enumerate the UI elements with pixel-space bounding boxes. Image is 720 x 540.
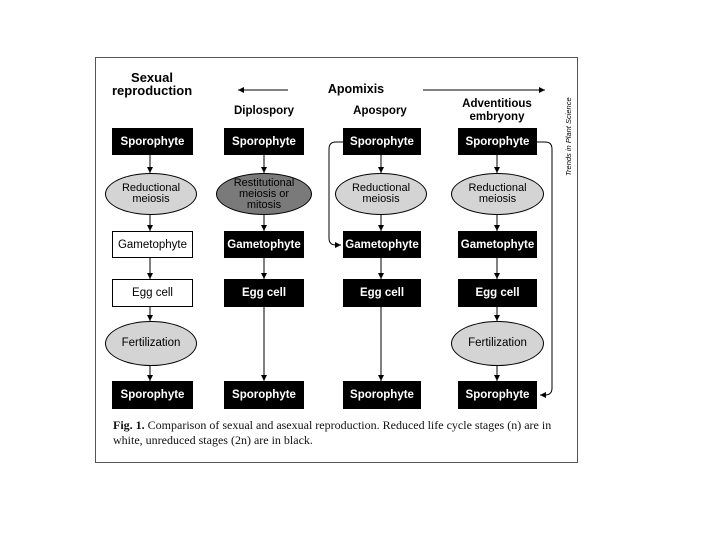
journal-label-text: Trends in Plant Science [564, 97, 573, 176]
adventitious-gametophyte: Gametophyte [458, 231, 537, 258]
figure-caption: Fig. 1. Comparison of sexual and asexual… [113, 418, 568, 448]
header-apospory: Apospory [353, 105, 407, 117]
sexual-sporophyte-bottom: Sporophyte [112, 381, 193, 409]
diplospory-sporophyte-bottom: Sporophyte [224, 381, 304, 409]
sexual-gametophyte: Gametophyte [112, 231, 193, 258]
sexual-sporophyte-top: Sporophyte [112, 128, 193, 155]
figure-frame [95, 57, 578, 463]
sexual-reductional-meiosis: Reductional meiosis [105, 173, 197, 215]
diplospory-egg-cell: Egg cell [224, 279, 304, 307]
apospory-sporophyte-bottom: Sporophyte [343, 381, 421, 409]
adventitious-reductional-meiosis: Reductional meiosis [451, 173, 544, 215]
apospory-egg-cell: Egg cell [343, 279, 421, 307]
apospory-sporophyte-top: Sporophyte [343, 128, 421, 155]
header-sexual-reproduction: Sexual reproduction [112, 70, 193, 98]
adventitious-fertilization: Fertilization [451, 321, 544, 366]
header-apomixis: Apomixis [327, 82, 385, 96]
sexual-fertilization: Fertilization [105, 321, 197, 366]
apospory-gametophyte: Gametophyte [343, 231, 421, 258]
sexual-egg-cell: Egg cell [112, 279, 193, 307]
diplospory-gametophyte: Gametophyte [224, 231, 304, 258]
header-diplospory: Diplospory [233, 105, 295, 117]
caption-text: Comparison of sexual and asexual reprodu… [113, 418, 552, 447]
arrow-adventitious-bypass [537, 141, 553, 398]
arrow-apospory-bypass [328, 141, 343, 248]
apospory-reductional-meiosis: Reductional meiosis [335, 173, 427, 215]
adventitious-sporophyte-bottom: Sporophyte [458, 381, 537, 409]
header-adventitious-embryony: Adventitious embryony [462, 98, 532, 123]
adventitious-egg-cell: Egg cell [458, 279, 537, 307]
diplospory-restitutional-meiosis: Restitutional meiosis or mitosis [216, 173, 312, 215]
journal-label: Trends in Plant Science [564, 97, 573, 176]
diplospory-sporophyte-top: Sporophyte [224, 128, 304, 155]
caption-label: Fig. 1. [113, 418, 145, 432]
adventitious-sporophyte-top: Sporophyte [458, 128, 537, 155]
